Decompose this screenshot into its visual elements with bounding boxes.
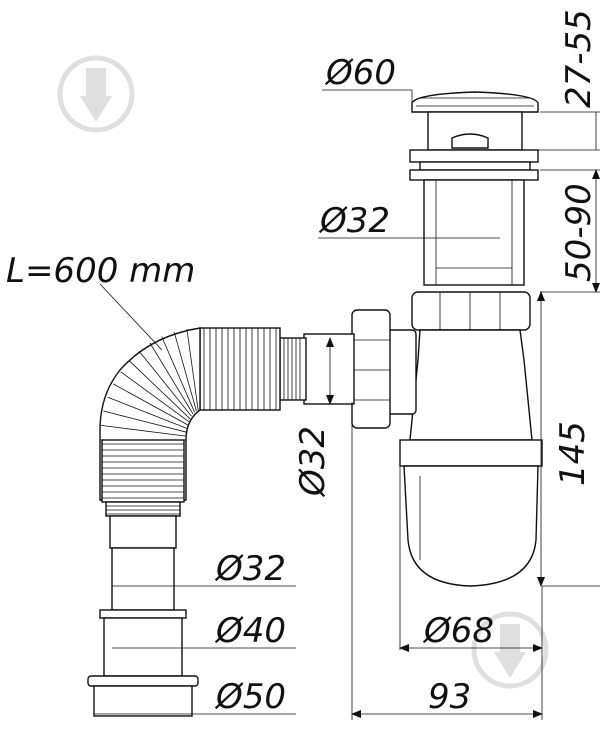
hose-rib	[120, 371, 190, 423]
hose-rib	[138, 350, 192, 417]
brush-icon	[57, 55, 135, 133]
hose-rib	[186, 328, 199, 411]
bottle-diameter-label: Ø68	[422, 611, 494, 651]
pipe-diameter-50-label: Ø50	[214, 677, 286, 717]
pipe-diameter-32-label: Ø32	[214, 549, 286, 589]
hose-rib	[103, 410, 187, 433]
side-inlet-diameter-label: Ø32	[293, 426, 333, 498]
hose-rib	[149, 342, 194, 415]
hose-rib	[173, 331, 197, 412]
overall-width-label: 93	[428, 677, 471, 717]
tail-diameter-label: Ø32	[318, 201, 390, 241]
trap-height-label: 145	[553, 421, 593, 486]
hose-rib	[129, 360, 191, 420]
hose-rib	[100, 425, 187, 437]
dimension-lines	[94, 89, 600, 720]
hose-rib	[107, 396, 188, 429]
hose-length-label: L=600 mm	[6, 251, 195, 291]
cap-height-label: 27-55	[559, 9, 599, 108]
hose-rib	[161, 336, 195, 413]
cap-diameter-label: Ø60	[324, 53, 396, 93]
flexible-hose	[87, 327, 355, 717]
hose-rib	[113, 383, 189, 426]
tail-adjust-label: 50-90	[559, 183, 599, 282]
pipe-diameter-40-label: Ø40	[214, 611, 286, 651]
bottle-trap	[351, 91, 543, 587]
